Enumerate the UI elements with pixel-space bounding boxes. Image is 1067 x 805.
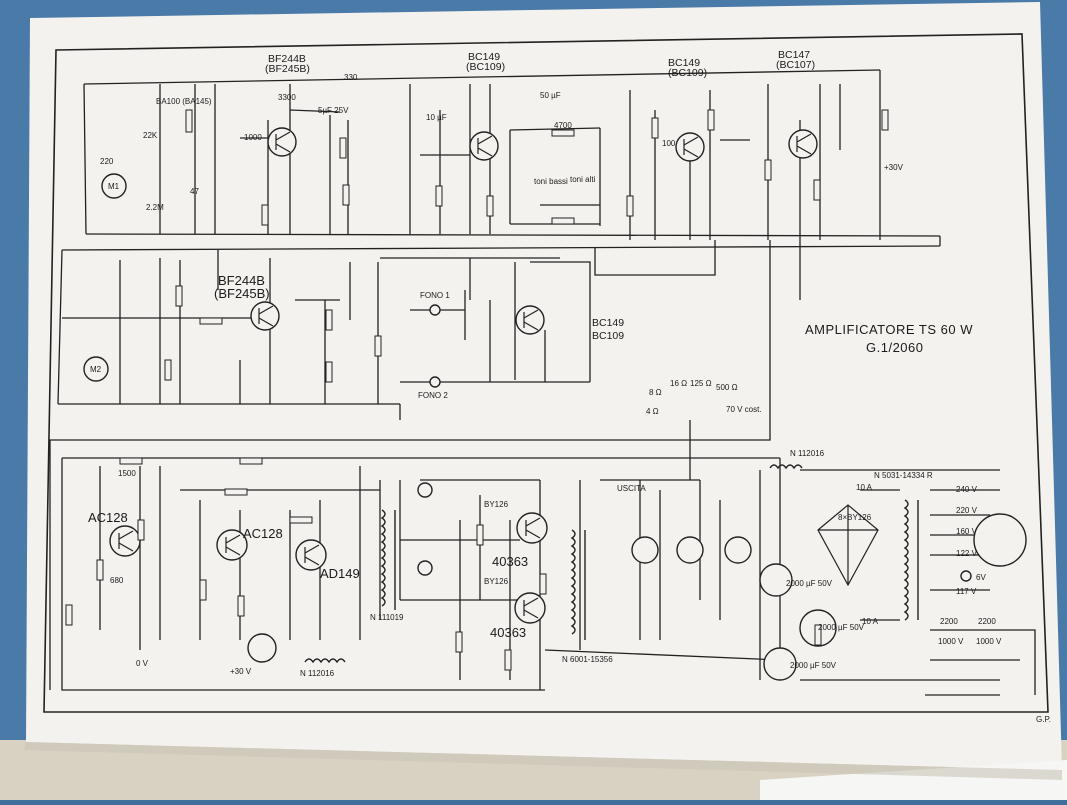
- cap-bottom-1: 2200: [940, 617, 958, 626]
- diode-label-1: BY126: [484, 500, 509, 509]
- filter-cap-3: 2000 µF 50V: [790, 661, 837, 670]
- transistor-label-4: BC147: [778, 49, 810, 61]
- impedance-16: 16 Ω: [670, 379, 687, 388]
- transistor-label-8: AC128: [243, 526, 283, 541]
- value-330: 330: [344, 73, 358, 82]
- transistor-alt-5: (BF245B): [214, 286, 270, 301]
- impedance-8: 8 Ω: [649, 388, 662, 397]
- supply-30v-low: +30 V: [230, 667, 252, 676]
- schematic-title: AMPLIFICATORE TS 60 W: [805, 322, 973, 337]
- transistor-alt-4: (BC107): [776, 59, 815, 71]
- value-22k: 22K: [143, 131, 158, 140]
- signature: G.P.: [1036, 715, 1051, 724]
- misc-labels: M1 M2 FONO 1 FONO 2 toni bassi toni alti…: [90, 73, 1002, 678]
- transistor-label-3: BC149: [668, 57, 700, 69]
- filter-cap-1: 2000 µF 50V: [786, 579, 833, 588]
- transistor-alt-6: BC109: [592, 330, 624, 342]
- mic-label-2: M2: [90, 365, 102, 374]
- mic-label-1: M1: [108, 182, 120, 191]
- diode-label-3: 8×BY126: [838, 513, 872, 522]
- transistor-label-7: AC128: [88, 510, 128, 525]
- input-fono-1: FONO 1: [420, 291, 450, 300]
- transistor-label-9: AD149: [320, 566, 360, 581]
- filter-cap-2: 2000 µF 50V: [818, 623, 865, 632]
- value-50uf: 50 µF: [540, 91, 561, 100]
- impedance-4: 4 Ω: [646, 407, 659, 416]
- transistor-alt-2: (BC109): [466, 61, 505, 73]
- transistor-label-6: BC149: [592, 317, 624, 329]
- cap-bottom-2: 2200: [978, 617, 996, 626]
- impedance-125: 125 Ω: [690, 379, 712, 388]
- impedance-70v: 70 V cost.: [726, 405, 762, 414]
- value-3300: 3300: [278, 93, 296, 102]
- transistor-leads: [118, 131, 879, 619]
- tone-bass: toni bassi: [534, 177, 568, 186]
- transformer-label-4: N 112016: [790, 449, 825, 458]
- diode-label-2: BY126: [484, 577, 509, 586]
- transformer-label-5: N 112016: [300, 669, 335, 678]
- value-1500: 1500: [118, 469, 136, 478]
- value-5uf: 5µF 25V: [318, 106, 349, 115]
- value-1000: 1000: [244, 133, 262, 142]
- transistor-label-2: BC149: [468, 51, 500, 63]
- input-fono-2: FONO 2: [418, 391, 448, 400]
- preamp-wiring: [49, 69, 941, 690]
- value-10uf: 10 µF: [426, 113, 447, 122]
- paper-sheet: [26, 2, 1062, 770]
- mains-122: 122 V: [956, 549, 978, 558]
- transistor-label-11: 40363: [490, 625, 526, 640]
- paper-shadow: [24, 742, 1062, 780]
- transistor-label-1: BF244B: [268, 53, 306, 65]
- supply-0v: 0 V: [136, 659, 149, 668]
- value-47: 47: [190, 187, 199, 196]
- mains-117: 117 V: [956, 587, 977, 596]
- supply-30v-top: +30V: [884, 163, 904, 172]
- transistor-symbols: [83, 127, 1027, 681]
- title-block: AMPLIFICATORE TS 60 W G.1/2060 G.P.: [805, 322, 1051, 724]
- mains-240: 240 V: [956, 485, 978, 494]
- value-ba100: BA100 (BA145): [156, 97, 212, 106]
- transistor-label-10: 40363: [492, 554, 528, 569]
- fuse-1: 10 A: [856, 483, 873, 492]
- tone-treble: toni alti: [570, 175, 596, 184]
- transistor-alt-1: (BF245B): [265, 63, 310, 75]
- resistor-boxes: [65, 109, 889, 671]
- power-amp-wiring: [61, 457, 1036, 696]
- fuse-2: 10 A: [862, 617, 879, 626]
- value-100: 100: [662, 139, 676, 148]
- transformer-label-3: N 5031-14334 R: [874, 471, 933, 480]
- value-2-2m: 2.2M: [146, 203, 164, 212]
- transformer-label-1: N 111019: [370, 613, 404, 622]
- impedance-500: 500 Ω: [716, 383, 738, 392]
- transformer-label-2: N 6001-15356: [562, 655, 613, 664]
- mains-220: 220 V: [956, 506, 978, 515]
- mains-6v: 6V: [976, 573, 986, 582]
- value-680: 680: [110, 576, 124, 585]
- value-220: 220: [100, 157, 114, 166]
- schematic-code: G.1/2060: [866, 340, 924, 355]
- output-label: USCITA: [617, 484, 646, 493]
- cap-bottom-2-rating: 1000 V: [976, 637, 1002, 646]
- value-4700: 4700: [554, 121, 572, 130]
- transformer-coils: [304, 464, 919, 664]
- schematic-frame: [43, 33, 1049, 713]
- transistor-alt-3: (BC109): [668, 67, 707, 79]
- cap-bottom-1-rating: 1000 V: [938, 637, 964, 646]
- transistor-labels: BF244B (BF245B) BC149 (BC109) BC149 (BC1…: [88, 49, 815, 640]
- mains-160: 160 V: [956, 527, 978, 536]
- transistor-label-5: BF244B: [218, 273, 265, 288]
